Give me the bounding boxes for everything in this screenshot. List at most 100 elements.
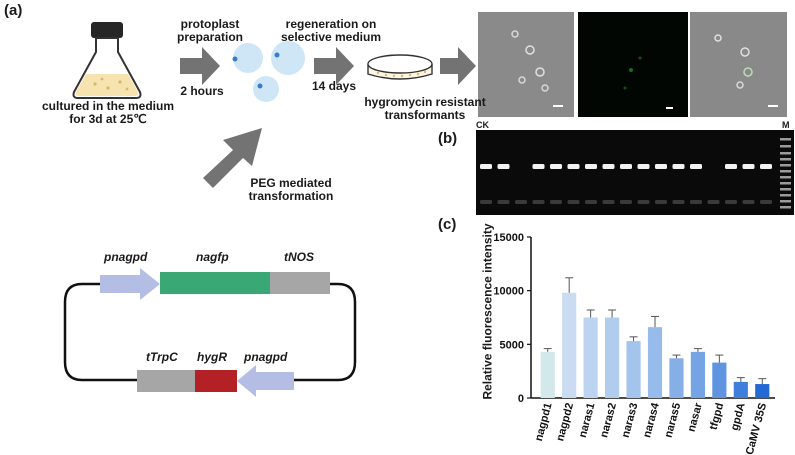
plasmid-label-tnos: tNOS — [284, 250, 314, 264]
chart-bar-naras3 — [626, 341, 641, 398]
gel-primer-smear — [742, 200, 755, 204]
regeneration-label-line1: regeneration on — [285, 17, 377, 31]
gel-primer-smear — [620, 200, 632, 204]
plasmid-label-nagfp: nagfp — [196, 250, 229, 264]
chart-x-tick-label: naras5 — [663, 402, 684, 439]
culture-label-line1: cultured in the medium — [41, 99, 174, 113]
gel-band — [550, 164, 562, 169]
gel-band — [690, 164, 702, 169]
gel-primer-smear — [550, 200, 562, 204]
gel-band — [637, 164, 650, 169]
arrow-right-1 — [180, 47, 220, 85]
chart-x-tick-label: nasar — [686, 401, 705, 433]
gel-primer-smear — [655, 200, 667, 204]
gel-primer-smear — [725, 200, 737, 204]
plasmid-label-pnagpd: pnagpd — [104, 250, 148, 264]
chart-x-tick-label: nagpd1 — [533, 402, 555, 443]
pnagpd-promoter-arrow-2 — [237, 365, 294, 397]
chart-bar-naras2 — [605, 317, 620, 398]
culture-label: cultured in the medium for 3d at 25℃ — [38, 100, 178, 126]
gel-band — [532, 164, 545, 169]
chart-x-tick-label: tfgpd — [708, 402, 727, 432]
chart-y-tick-label: 10000 — [493, 286, 524, 298]
plasmid-label-ttrpc: tTrpC — [146, 350, 178, 364]
gel-band — [497, 164, 510, 169]
gel-marker-band — [780, 206, 791, 209]
gel-band — [760, 164, 772, 169]
resistant-label: hygromycin resistant transformants — [360, 96, 490, 122]
gel-marker-band — [780, 164, 791, 167]
gel-marker-band — [780, 152, 791, 155]
gel-primer-smear — [515, 200, 527, 204]
resistant-label-line2: transformants — [384, 108, 466, 122]
chart-bar-naras4 — [647, 327, 663, 398]
gel-primer-smear — [497, 200, 510, 204]
gel-band — [620, 164, 632, 169]
peg-label: PEG mediated transformation — [236, 177, 346, 203]
peg-label-line1: PEG mediated — [250, 176, 332, 190]
gel-primer-smear — [672, 200, 685, 204]
chart-x-tick-label: naras1 — [577, 402, 598, 439]
panel-label-b: (b) — [438, 130, 458, 147]
chart-y-tick-label: 15000 — [493, 232, 524, 244]
gel-marker-band — [780, 182, 791, 185]
chart-bar-nagpd2 — [562, 292, 577, 398]
time-14-days: 14 days — [311, 79, 357, 93]
chart-y-tick-label: 5000 — [500, 339, 524, 351]
culture-flask-icon — [72, 22, 142, 99]
chart-x-tick-label: naras3 — [620, 402, 641, 439]
gel-marker-band — [780, 138, 791, 141]
gel-marker-band — [780, 170, 791, 173]
chart-x-tick-label: naras4 — [641, 401, 662, 439]
regeneration-label-line2: selective medium — [280, 30, 382, 44]
tnos-terminator — [270, 272, 330, 294]
protoplast-label: protoplast preparation — [160, 18, 260, 44]
peg-label-line2: transformation — [248, 189, 334, 203]
chart-x-tick-label: gpdA — [729, 402, 748, 432]
panel-label-a: (a) — [4, 2, 23, 19]
gel-band — [655, 164, 667, 169]
gel-primer-smear — [532, 200, 545, 204]
arrow-diagonal — [203, 128, 262, 188]
gel-image — [476, 130, 794, 215]
plasmid-label-pnagpd-2: pnagpd — [244, 350, 288, 364]
chart-bar-nagpd1 — [540, 351, 555, 398]
regeneration-label: regeneration on selective medium — [266, 18, 396, 44]
hygr-gene — [195, 370, 237, 392]
arrow-right-3 — [440, 47, 476, 85]
panel-label-c: (c) — [438, 216, 457, 233]
chart-ylabel: Relative fluorescence intensity — [480, 223, 495, 400]
fluorescence-image — [578, 12, 688, 117]
gel-band — [742, 164, 755, 169]
culture-label-line2: for 3d at 25℃ — [69, 112, 147, 126]
plasmid-map — [63, 268, 357, 397]
gel-band — [602, 164, 615, 169]
arrow-right-2 — [314, 47, 354, 85]
gel-primer-smear — [690, 200, 702, 204]
gel-band — [480, 164, 492, 169]
protoplast-label-line1: protoplast — [180, 17, 240, 31]
merged-image — [690, 12, 787, 117]
gel-primer-smear — [567, 200, 580, 204]
gel-primer-smear — [760, 200, 772, 204]
chart-bar-nasar — [690, 351, 705, 398]
protoplast-cells-icon — [232, 41, 305, 102]
ttrpc-terminator — [137, 370, 195, 392]
gel-marker-band — [780, 176, 791, 179]
gel-marker-band — [780, 158, 791, 161]
chart-bar-camv-35s — [755, 384, 770, 398]
plasmid-label-hygr: hygR — [197, 350, 227, 364]
protoplast-label-line2: preparation — [176, 30, 243, 44]
gel-m-label: M — [782, 120, 790, 130]
chart-bar-gpda — [733, 381, 748, 398]
chart-x-tick-label: naras2 — [598, 402, 619, 439]
gel-marker-band — [780, 188, 791, 191]
gel-marker-band — [780, 200, 791, 203]
chart-bar-naras5 — [669, 358, 684, 398]
gel-primer-smear — [602, 200, 615, 204]
resistant-label-line1: hygromycin resistant — [364, 95, 486, 109]
gel-primer-smear — [637, 200, 650, 204]
gel-marker-band — [780, 145, 791, 148]
